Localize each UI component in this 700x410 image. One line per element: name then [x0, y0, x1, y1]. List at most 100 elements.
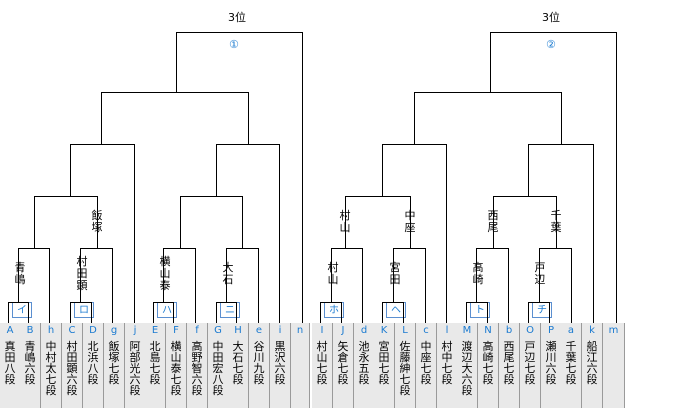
- bracket-line: [410, 196, 411, 248]
- player-cell[interactable]: a 千葉七段: [561, 323, 582, 408]
- player-code[interactable]: b: [505, 325, 513, 336]
- player-code[interactable]: c: [423, 325, 429, 336]
- bracket-line: [414, 92, 415, 144]
- player-code[interactable]: g: [110, 325, 118, 336]
- bracket-line: [382, 302, 404, 303]
- player-code[interactable]: F: [173, 325, 179, 336]
- bracket-line: [493, 196, 494, 248]
- player-code[interactable]: H: [234, 325, 242, 336]
- bracket-line: [70, 302, 92, 303]
- player-code[interactable]: d: [360, 325, 368, 336]
- player-code[interactable]: E: [151, 325, 159, 336]
- bracket-line: [248, 92, 249, 144]
- player-code[interactable]: A: [6, 325, 14, 336]
- player-cell[interactable]: L 佐藤紳七段: [395, 323, 416, 408]
- player-cell[interactable]: N 高崎七段: [478, 323, 499, 408]
- player-cell[interactable]: P 瀬川六段: [541, 323, 562, 408]
- bracket-line: [490, 32, 491, 92]
- player-code[interactable]: f: [195, 325, 199, 336]
- player-code[interactable]: P: [547, 325, 555, 336]
- player-code[interactable]: n: [296, 325, 304, 336]
- player-cell[interactable]: m: [603, 323, 625, 408]
- player-code[interactable]: k: [589, 325, 595, 336]
- player-code[interactable]: C: [68, 325, 76, 336]
- bracket-line: [70, 144, 135, 145]
- bracket-line: [70, 302, 71, 323]
- bracket-line: [382, 302, 383, 323]
- player-cell[interactable]: n: [291, 323, 310, 408]
- player-code[interactable]: J: [341, 325, 345, 336]
- bracket-line: [528, 302, 529, 323]
- winner-label: 村山: [327, 261, 339, 286]
- bracket-line: [528, 144, 529, 196]
- bracket-line: [345, 196, 411, 197]
- player-code[interactable]: L: [402, 325, 408, 336]
- player-code[interactable]: K: [380, 325, 388, 336]
- player-name: 村中七段: [441, 340, 453, 386]
- player-code[interactable]: l: [445, 325, 449, 336]
- player-code[interactable]: a: [567, 325, 575, 336]
- bracket-line: [28, 302, 29, 323]
- player-name: 高崎七段: [482, 340, 494, 386]
- bracket-line: [173, 302, 174, 323]
- bracket-line: [528, 144, 594, 145]
- bracket-line: [18, 248, 19, 302]
- player-name: 船江六段: [586, 340, 598, 386]
- player-code[interactable]: B: [26, 325, 34, 336]
- player-name: 佐藤紳七段: [399, 340, 411, 397]
- bracket-line: [34, 196, 98, 197]
- player-code[interactable]: m: [608, 325, 619, 336]
- player-name: 瀬川六段: [545, 340, 557, 386]
- player-cell[interactable]: l 村中七段: [437, 323, 458, 408]
- bracket-line: [561, 92, 562, 144]
- player-code[interactable]: I: [320, 325, 324, 336]
- bracket-line: [539, 248, 572, 249]
- player-code[interactable]: e: [255, 325, 263, 336]
- match-mark-i[interactable]: イ: [12, 302, 32, 318]
- player-code[interactable]: N: [484, 325, 492, 336]
- bracket-line: [279, 144, 280, 323]
- player-code[interactable]: G: [214, 325, 222, 336]
- bracket-line: [571, 248, 572, 323]
- match-mark-ha[interactable]: ハ: [157, 302, 177, 318]
- player-cell[interactable]: k 船江六段: [582, 323, 603, 408]
- player-code[interactable]: i: [278, 325, 282, 336]
- bracket-line: [393, 248, 426, 249]
- player-cell[interactable]: b 西尾七段: [499, 323, 520, 408]
- player-code[interactable]: h: [47, 325, 55, 336]
- match-mark-chi[interactable]: チ: [532, 302, 552, 318]
- player-code[interactable]: M: [462, 325, 472, 336]
- bracket-line: [393, 248, 394, 302]
- player-code[interactable]: j: [133, 325, 137, 336]
- player-name: 千葉七段: [565, 340, 577, 386]
- match-mark-ni[interactable]: ニ: [220, 302, 240, 318]
- player-code[interactable]: O: [526, 325, 534, 336]
- bracket-line: [476, 248, 509, 249]
- bracket-line: [382, 144, 383, 196]
- player-name: 西尾七段: [503, 340, 515, 386]
- bracket-line: [593, 144, 594, 323]
- player-code[interactable]: D: [89, 325, 97, 336]
